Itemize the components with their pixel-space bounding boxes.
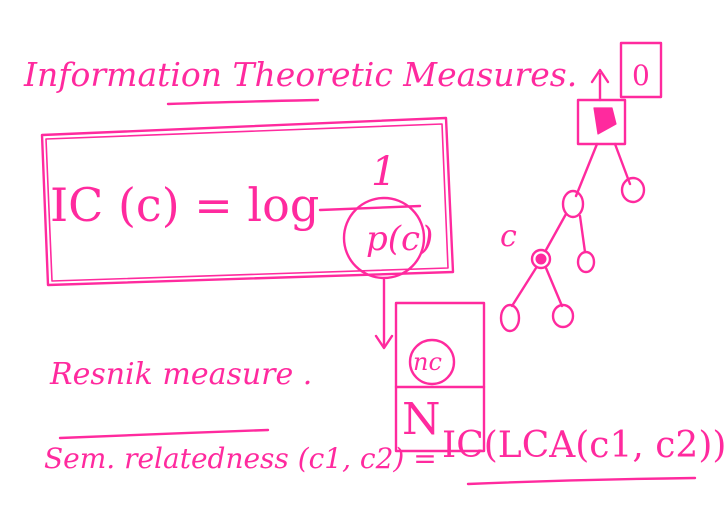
pc-circle xyxy=(342,196,426,280)
arrow-head xyxy=(374,334,394,350)
page-title: Information Theoretic Measures. xyxy=(24,55,578,94)
tree-node xyxy=(576,250,596,274)
ink-strokes xyxy=(40,41,697,486)
tree-node xyxy=(620,176,646,204)
tree-edge xyxy=(544,266,564,308)
formula-box xyxy=(40,116,455,287)
tree-edge xyxy=(574,142,599,198)
ic-formula-numerator: 1 xyxy=(371,149,397,195)
tree-edge xyxy=(510,266,538,308)
whiteboard-canvas: Information Theoretic Measures. IC (c) =… xyxy=(24,41,726,486)
rhs-underline xyxy=(466,476,697,486)
ic-formula-denominator: p(c) xyxy=(366,219,434,259)
root-box xyxy=(619,41,663,99)
fraction-numerator: nc xyxy=(413,348,442,376)
title-underline xyxy=(166,98,320,106)
tree-node xyxy=(561,189,585,219)
nc-circle xyxy=(408,338,456,386)
formula-box-inner xyxy=(45,123,449,282)
sem-relatedness-rhs: IC(LCA(c1, c2)) xyxy=(442,425,726,466)
tree-top-fill xyxy=(593,107,617,135)
tree-root-label: 0 xyxy=(632,59,650,92)
resnik-measure-label: Resnik measure . xyxy=(50,357,313,392)
tree-top-box xyxy=(576,98,627,146)
tree-node xyxy=(551,303,575,329)
tree-node-c-label: c xyxy=(500,219,517,254)
ic-formula-lhs: IC (c) = log xyxy=(50,178,320,232)
tree-edge xyxy=(613,142,632,186)
tree-node xyxy=(499,303,521,333)
tree-arrow-up-head xyxy=(590,68,610,84)
nc-n-box xyxy=(394,301,486,453)
fraction-bar xyxy=(318,204,422,212)
tree-edge xyxy=(578,214,587,254)
resnik-underline xyxy=(58,428,270,440)
fraction-denominator: N xyxy=(402,394,441,445)
tree-node-c xyxy=(530,248,552,270)
sem-relatedness-lhs: Sem. relatedness (c1, c2) = xyxy=(44,442,437,475)
tree-node-c-fill xyxy=(535,253,547,265)
tree-edge xyxy=(544,212,568,252)
